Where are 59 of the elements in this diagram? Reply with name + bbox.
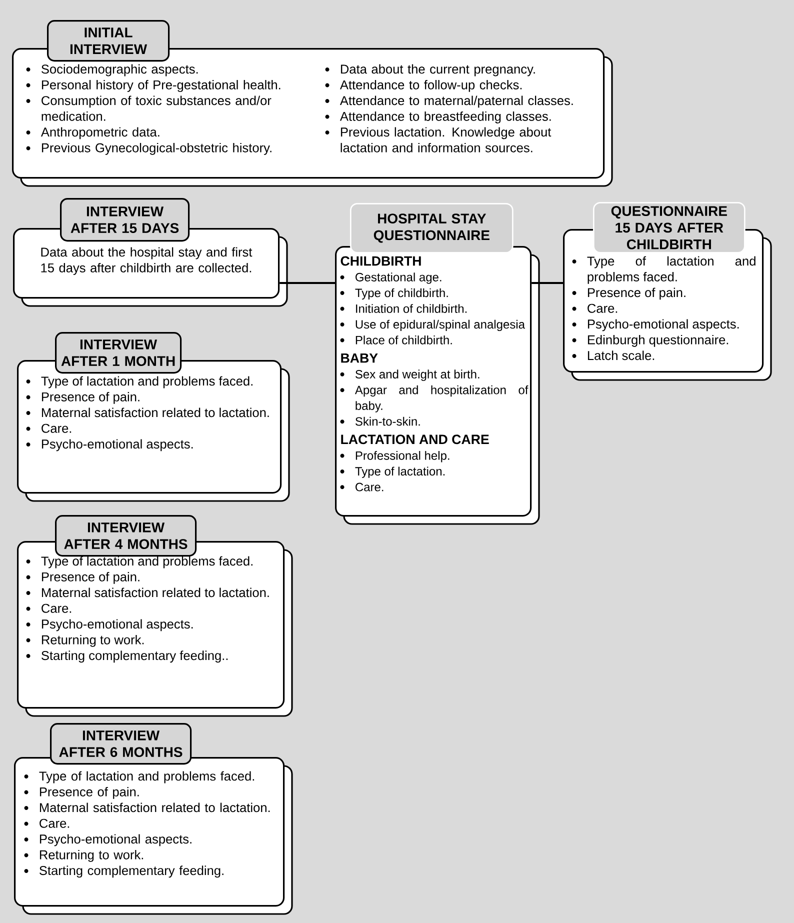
bullet-item: Use of epidural/spinal analgesia bbox=[340, 320, 525, 331]
bullet-item: Type of lactation and problems faced. bbox=[24, 771, 254, 784]
title-tab: INTERVIEW AFTER 6 MONTHS bbox=[50, 723, 192, 765]
bullet-item: Psycho-emotional aspects. bbox=[26, 439, 193, 452]
bullet-item: Consumption of toxic substances and/or medication. bbox=[26, 96, 272, 121]
bullet-item: Type of lactation. bbox=[340, 466, 445, 478]
section-heading: CHILDBIRTH bbox=[340, 256, 421, 266]
title-tab: INTERVIEW AFTER 1 MONTH bbox=[55, 332, 182, 374]
bullet-item: Latch scale. bbox=[572, 350, 654, 360]
bullet-item: Care. bbox=[572, 304, 618, 313]
connector-line bbox=[532, 282, 563, 284]
bullet-item: Anthropometric data. bbox=[26, 127, 160, 140]
bullet-item: Apgar and hospitalization of baby. bbox=[340, 385, 528, 412]
connector-line bbox=[280, 282, 335, 284]
section-heading: LACTATION AND CARE bbox=[341, 434, 489, 444]
bullet-item: Attendance to breastfeeding classes. bbox=[325, 111, 551, 124]
bullet-item: Professional help. bbox=[340, 451, 450, 462]
bullet-item: Type of childbirth. bbox=[340, 288, 448, 300]
bullet-item: Maternal satisfaction related to lactation. bbox=[26, 408, 269, 418]
bullet-item: Returning to work. bbox=[26, 634, 144, 647]
bullet-item: Care. bbox=[340, 482, 384, 492]
title-tab: INTERVIEW AFTER 4 MONTHS bbox=[55, 515, 197, 557]
title-tab: QUESTIONNAIRE 15 DAYS AFTER CHILDBIRTH bbox=[593, 202, 746, 254]
bullet-item: Skin-to-skin. bbox=[340, 416, 420, 426]
bullet-item: Previous Gynecological-obstetric history. bbox=[26, 142, 272, 155]
bullet-item: Returning to work. bbox=[24, 850, 144, 862]
bullet-item: Data about the current pregnancy. bbox=[325, 64, 535, 76]
title-tab: INITIAL INTERVIEW bbox=[47, 20, 170, 62]
bullet-item: Maternal satisfaction related to lactation. bbox=[24, 802, 270, 812]
bullet-item: Psycho-emotional aspects. bbox=[572, 319, 739, 332]
bullet-item: Sociodemographic aspects. bbox=[26, 64, 198, 76]
bullet-item: Gestational age. bbox=[340, 272, 442, 284]
bullet-item: Care. bbox=[24, 818, 70, 828]
bullet-item: Psycho-emotional aspects. bbox=[26, 619, 193, 632]
bullet-item: Presence of pain. bbox=[26, 392, 140, 404]
bullet-item: Presence of pain. bbox=[572, 288, 686, 300]
bullet-item: Initiation of childbirth. bbox=[340, 304, 467, 313]
bullet-item: Previous lactation. Knowledge about lactation and information sources. bbox=[325, 127, 552, 152]
body-text: Data about the hospital stay and first 15 days after childbirth are collected. bbox=[41, 247, 252, 275]
bullet-item: Care. bbox=[26, 604, 72, 613]
bullet-item: Psycho-emotional aspects. bbox=[24, 834, 192, 846]
bullet-item: Maternal satisfaction related to lactation. bbox=[26, 588, 269, 598]
bullet-item: Presence of pain. bbox=[24, 787, 139, 799]
title-tab: HOSPITAL STAY QUESTIONNAIRE bbox=[350, 203, 514, 254]
bullet-item: Starting complementary feeding. bbox=[24, 866, 224, 878]
title-tab: INTERVIEW AFTER 15 DAYS bbox=[60, 198, 190, 242]
bullet-item: Personal history of Pre-gestational health. bbox=[26, 80, 280, 92]
bullet-item: Edinburgh questionnaire. bbox=[572, 334, 728, 347]
section-heading: BABY bbox=[341, 353, 378, 363]
bullet-item: Place of childbirth. bbox=[340, 336, 452, 344]
bullet-item: Type of lactation and problems faced. bbox=[26, 556, 252, 568]
bullet-item: Attendance to follow-up checks. bbox=[325, 80, 522, 92]
bullet-item: Type of lactation and problems faced. bbox=[26, 376, 252, 388]
bullet-item: Attendance to maternal/paternal classes. bbox=[325, 96, 573, 108]
bullet-item: Sex and weight at birth. bbox=[340, 370, 480, 381]
bullet-item: Presence of pain. bbox=[26, 572, 140, 584]
bullet-item: Starting complementary feeding.. bbox=[26, 650, 228, 663]
bullet-item: Type of lactation and problems faced. bbox=[572, 256, 756, 284]
bullet-item: Care. bbox=[26, 424, 72, 433]
